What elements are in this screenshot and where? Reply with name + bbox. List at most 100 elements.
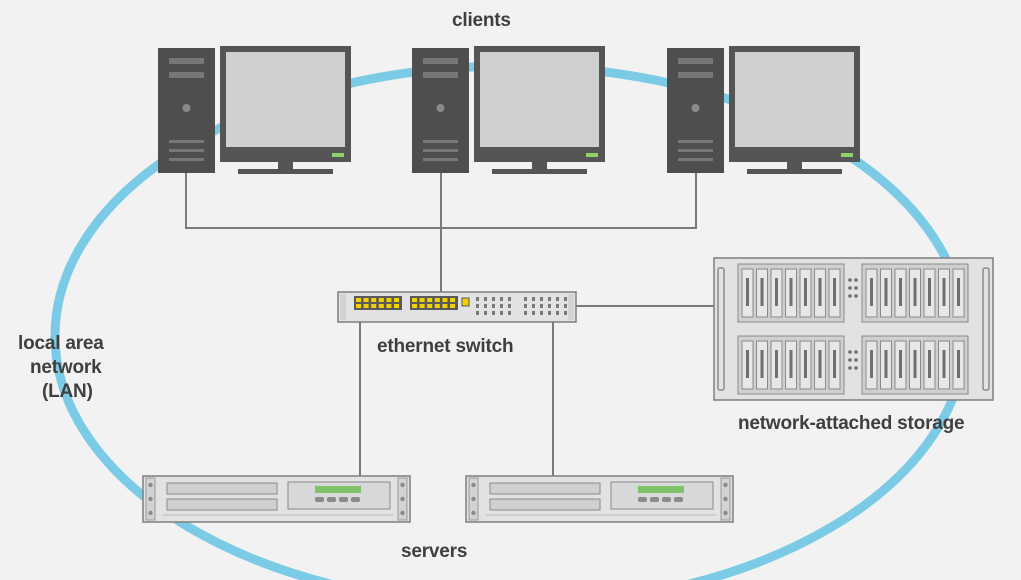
status-dot: [854, 366, 858, 370]
led-indicator: [508, 304, 511, 308]
led-indicator: [524, 304, 527, 308]
ethernet-port: [412, 304, 417, 308]
led-indicator: [500, 297, 503, 301]
led-indicator: [492, 311, 495, 315]
desktop-computer-icon-2: [412, 46, 605, 174]
rack-screw: [471, 496, 476, 502]
ethernet-port: [419, 298, 425, 302]
ethernet-port: [434, 298, 440, 302]
desktop-computer-icon-3: [667, 46, 860, 174]
drive-handle: [870, 278, 873, 306]
ethernet-port: [412, 298, 417, 302]
drive-handle: [913, 350, 917, 378]
rack-screw: [400, 482, 405, 488]
led-indicator: [540, 304, 543, 308]
led-indicator: [540, 311, 543, 315]
vent-slot: [423, 140, 458, 143]
drive-bay: [166, 498, 278, 511]
ethernet-switch-label: ethernet switch: [377, 336, 514, 357]
drive-bay: [423, 72, 458, 78]
drive-handle: [913, 278, 917, 306]
rack-screw: [148, 496, 153, 502]
status-dot: [854, 278, 858, 282]
vent-slot: [169, 149, 204, 152]
status-dot: [848, 366, 852, 370]
panel-button: [662, 497, 671, 502]
drive-bay: [489, 498, 601, 511]
led-indicator: [532, 304, 535, 308]
led-indicator: [476, 311, 479, 315]
ethernet-port: [419, 304, 425, 308]
led-indicator: [500, 304, 503, 308]
monitor-screen: [735, 52, 854, 147]
status-led: [841, 153, 853, 157]
power-button: [436, 104, 445, 112]
led-indicator: [556, 297, 559, 301]
drive-handle: [833, 278, 836, 306]
storage-array-icon: [713, 257, 994, 401]
ethernet-port: [442, 304, 448, 308]
status-dot: [854, 294, 858, 298]
ethernet-port: [394, 298, 399, 302]
drive-handle: [746, 278, 749, 306]
rack-screw: [723, 510, 728, 516]
ethernet-port: [427, 298, 433, 302]
drive-handle: [789, 278, 793, 306]
ethernet-port: [386, 304, 392, 308]
rack-screw: [400, 496, 405, 502]
led-indicator: [508, 297, 511, 301]
drive-bay: [166, 482, 278, 495]
led-indicator: [484, 311, 487, 315]
led-indicator: [524, 297, 527, 301]
lcd-display: [315, 486, 361, 493]
drive-handle: [899, 278, 902, 306]
led-indicator: [484, 304, 487, 308]
drive-handle: [818, 278, 822, 306]
drive-handle: [957, 278, 960, 306]
clients-label: clients: [452, 10, 511, 31]
drive-handle: [942, 278, 946, 306]
rack-screw: [723, 496, 728, 502]
led-indicator: [532, 311, 535, 315]
status-dot: [848, 286, 852, 290]
panel-button: [315, 497, 324, 502]
ethernet-port: [386, 298, 392, 302]
panel-button: [327, 497, 336, 502]
monitor-neck: [787, 162, 802, 170]
drive-handle: [789, 350, 793, 378]
monitor-screen: [480, 52, 599, 147]
led-indicator: [492, 297, 495, 301]
desktop-computer-icon-1: [158, 46, 351, 174]
led-indicator: [476, 304, 479, 308]
status-led: [586, 153, 598, 157]
led-indicator: [564, 297, 567, 301]
drive-handle: [833, 350, 836, 378]
ethernet-port: [371, 298, 377, 302]
console-port: [461, 297, 470, 307]
drive-bay: [169, 58, 204, 64]
status-dot: [854, 350, 858, 354]
rack-handle: [717, 267, 725, 391]
vent-slot: [678, 140, 713, 143]
panel-button: [339, 497, 348, 502]
vent-slot: [423, 149, 458, 152]
led-indicator: [532, 297, 535, 301]
ethernet-port: [450, 298, 455, 302]
vent-slot: [169, 158, 204, 161]
rack-screw: [471, 510, 476, 516]
vent-slot: [423, 158, 458, 161]
lan-label-line-2: network: [30, 357, 102, 378]
led-indicator: [556, 311, 559, 315]
ethernet-port: [394, 304, 399, 308]
ethernet-port: [378, 298, 384, 302]
rack-screw: [148, 482, 153, 488]
led-indicator: [564, 304, 567, 308]
drive-bay: [423, 58, 458, 64]
led-indicator: [476, 297, 479, 301]
drive-handle: [899, 350, 902, 378]
rack-screw: [400, 510, 405, 516]
panel-button: [674, 497, 683, 502]
drive-handle: [942, 350, 946, 378]
ethernet-port: [356, 298, 361, 302]
